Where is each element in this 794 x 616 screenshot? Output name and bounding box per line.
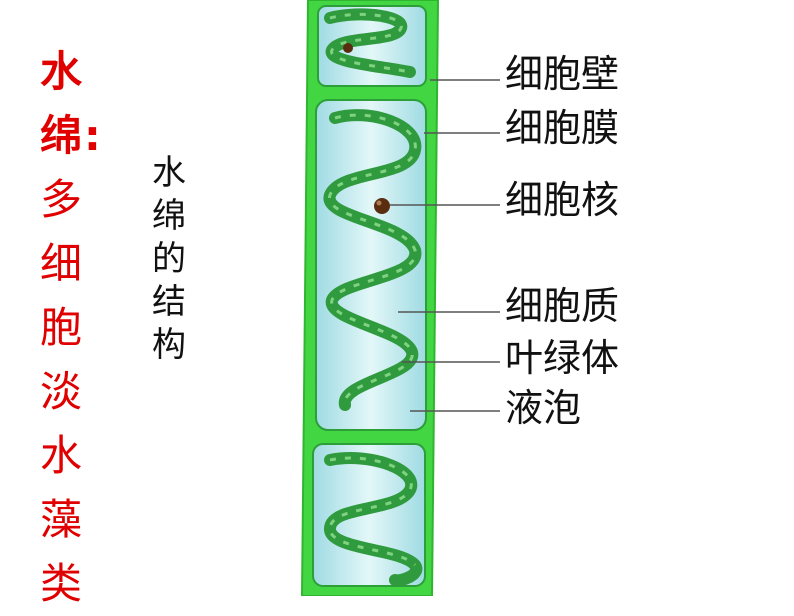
label-chloroplast: 叶绿体 (505, 336, 620, 380)
title: 水绵: 多细胞淡水藻类 (40, 40, 120, 616)
pointer-lines (390, 79, 500, 412)
title-sub: 多细胞淡水藻类 (40, 175, 83, 608)
structure-caption: 水绵的结构 (152, 153, 186, 365)
label-cell-membrane: 细胞膜 (505, 106, 620, 150)
spirogyra-diagram (300, 0, 500, 596)
label-cytoplasm: 细胞质 (505, 284, 620, 328)
label-vacuole: 液泡 (505, 386, 582, 430)
chloroplast-highlights (328, 12, 417, 567)
title-main: 水绵: (40, 47, 103, 160)
label-nucleus: 细胞核 (505, 178, 620, 222)
nucleus-middle (374, 198, 390, 214)
label-cell-wall: 细胞壁 (505, 52, 620, 96)
nucleus-top (343, 43, 353, 53)
